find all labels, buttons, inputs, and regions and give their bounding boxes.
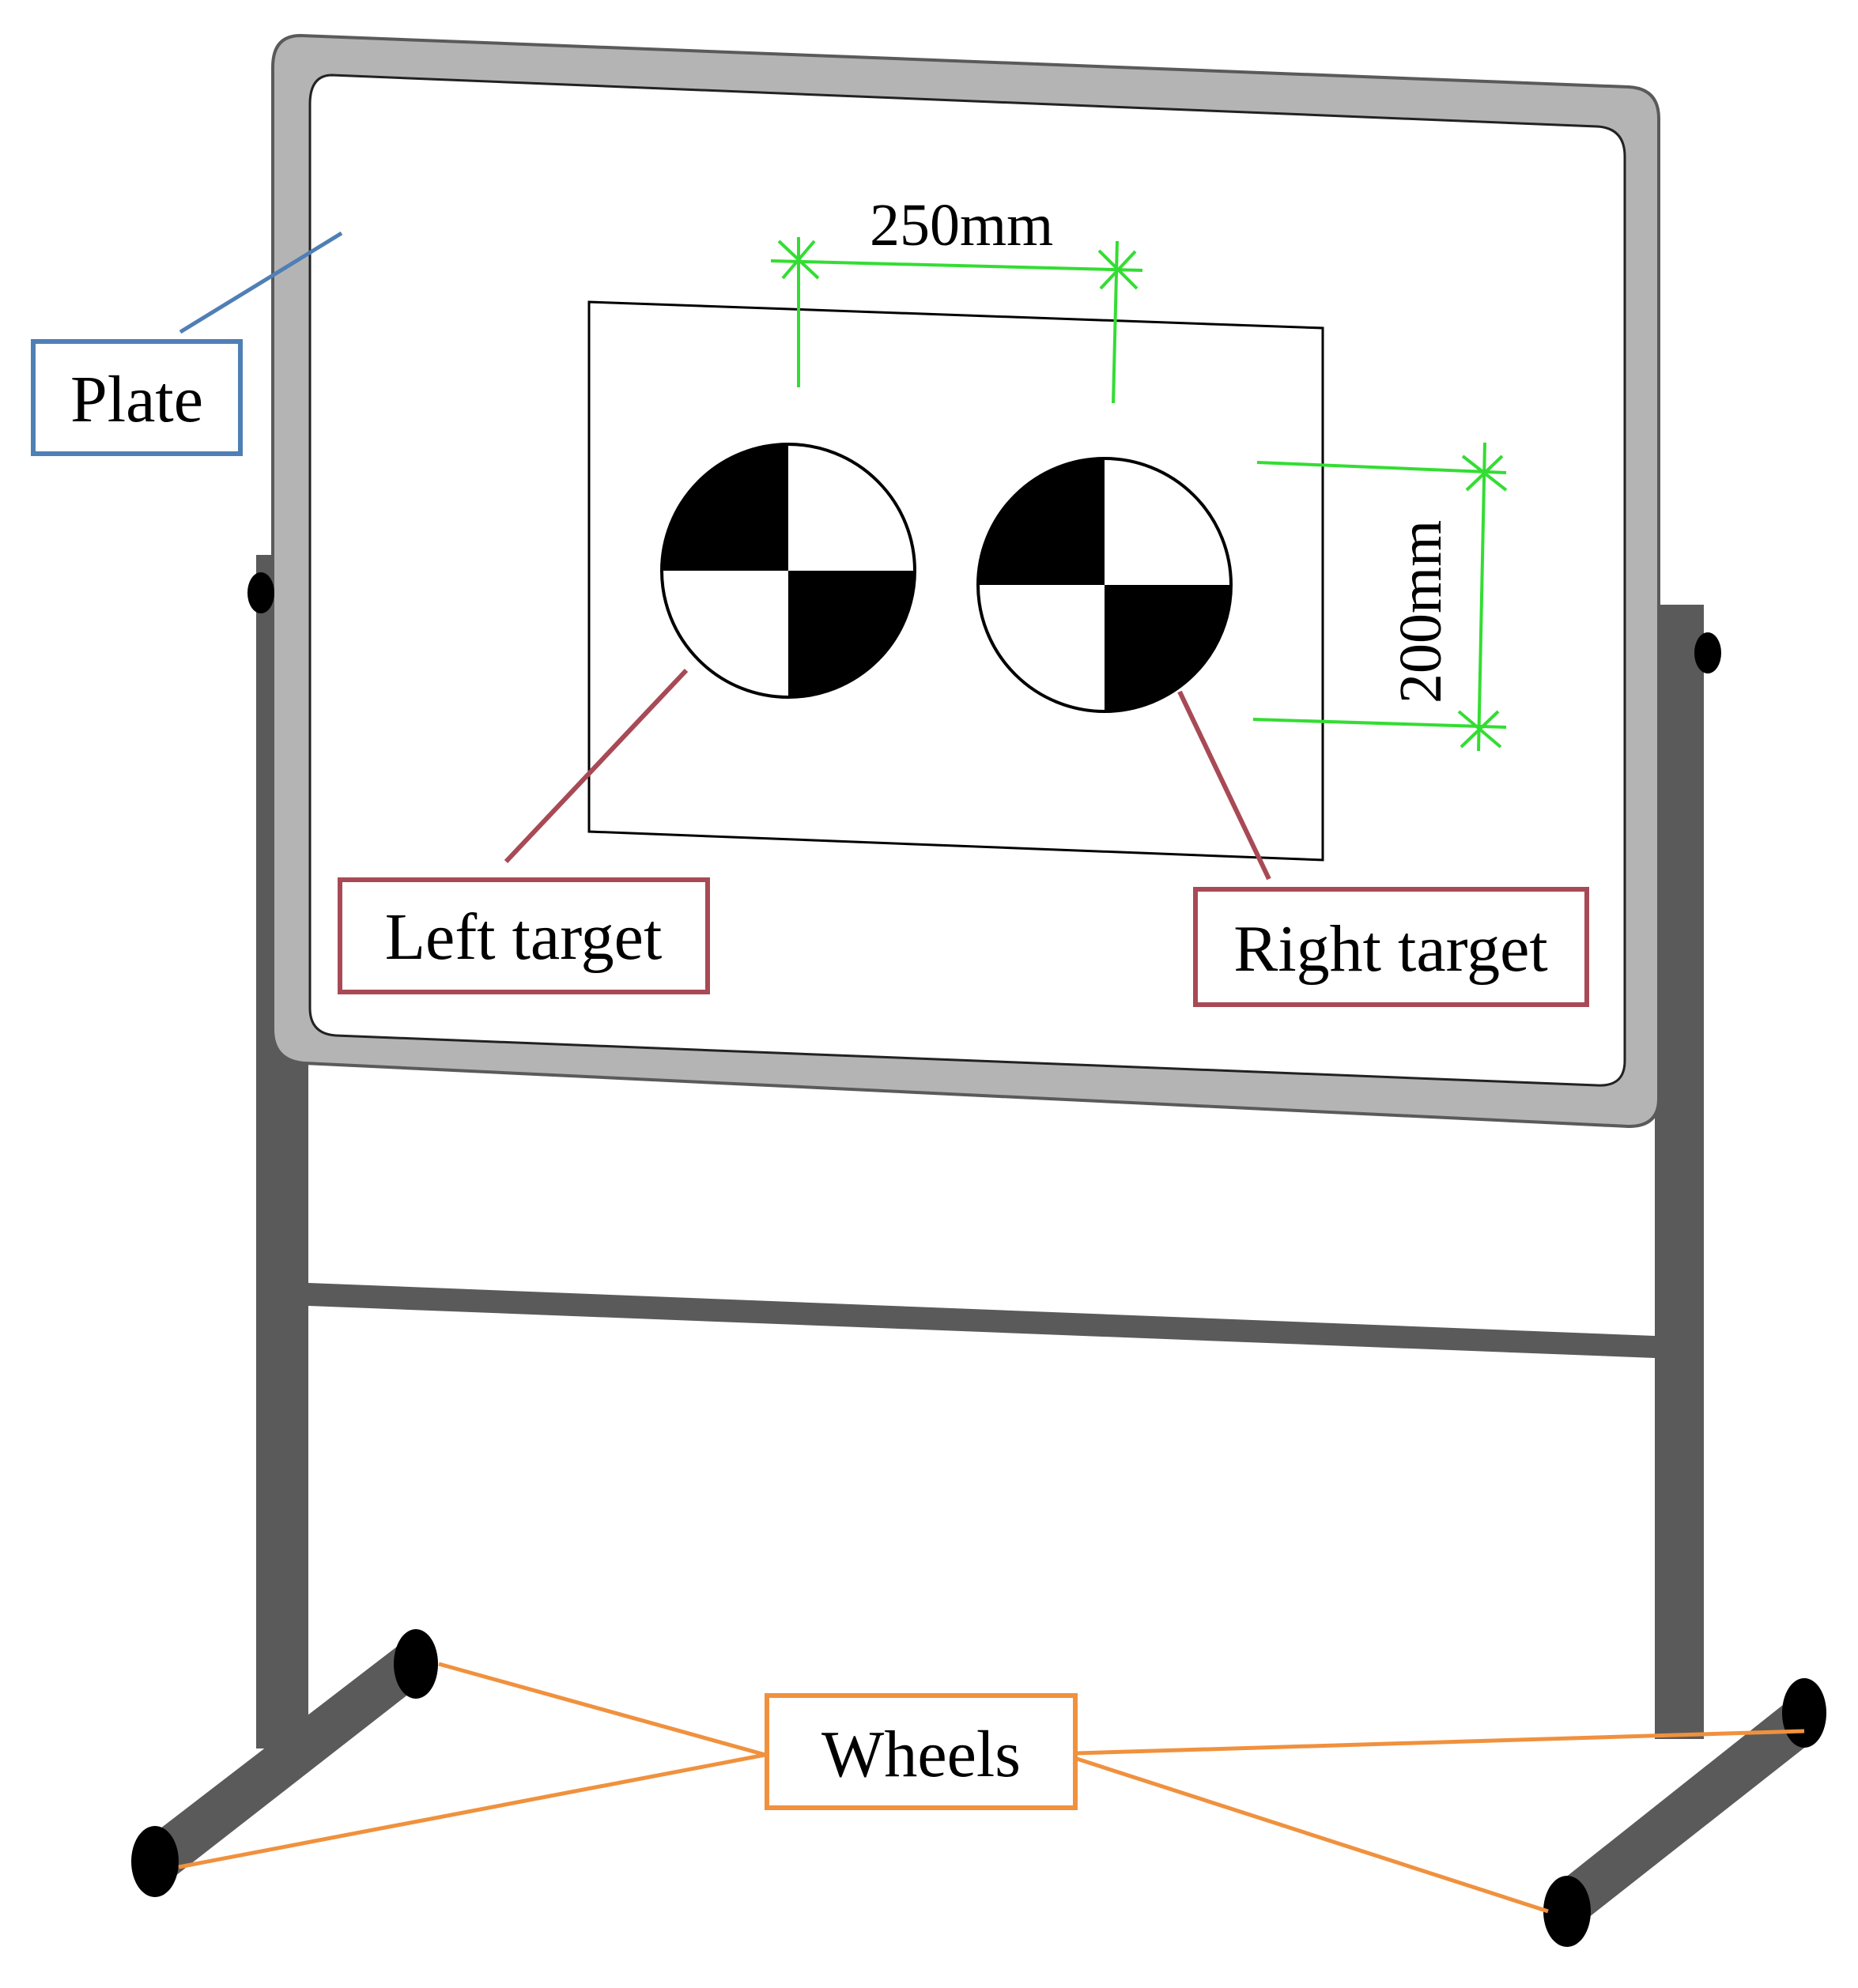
left-target-callout: Left target xyxy=(338,668,710,994)
left-target-leader-line xyxy=(504,668,689,864)
right-target-quadrant-top-left xyxy=(978,458,1105,585)
wheels-label-box xyxy=(765,1693,1078,1810)
cross-bar xyxy=(308,1283,1655,1358)
plate-label: Plate xyxy=(70,363,203,436)
right-upright xyxy=(1655,605,1704,1739)
height-extension-top xyxy=(1256,461,1507,474)
spacing-tick-left-2 xyxy=(781,240,816,280)
height-dimension-label: 200mm xyxy=(1388,520,1454,704)
wheels xyxy=(131,1629,1826,1947)
pivot-knobs xyxy=(247,572,1721,673)
right-target-label-box xyxy=(1193,887,1589,1007)
height-extension-bottom xyxy=(1252,718,1507,729)
wheels-leader-line xyxy=(178,1752,766,1869)
right-target-callout: Right target xyxy=(1177,690,1589,1007)
right-target xyxy=(976,457,1233,713)
plate-leader-line xyxy=(179,231,343,334)
wheels-callout xyxy=(178,1662,1805,1914)
right-foot-bar xyxy=(1554,1696,1818,1926)
height-dimension-line xyxy=(1477,442,1486,752)
plate-label-box xyxy=(31,339,243,456)
wheel-icon xyxy=(394,1629,438,1699)
right-target-leader-line xyxy=(1177,690,1271,881)
right-target-label: Right target xyxy=(1233,912,1547,986)
right-target-outline xyxy=(976,457,1233,713)
left-target-label-box xyxy=(338,877,710,994)
height-tick-top-2 xyxy=(1465,455,1504,492)
spacing-dimension-label: 250mm xyxy=(870,192,1053,258)
spacing-tick-right-2 xyxy=(1099,250,1137,290)
feet xyxy=(150,1642,1818,1926)
wheels-leader-line xyxy=(438,1662,766,1757)
wheel-icon xyxy=(1543,1876,1591,1947)
wheels-leader-line xyxy=(1076,1756,1549,1914)
height-tick-bottom-2 xyxy=(1460,710,1500,749)
left-foot-bar xyxy=(150,1642,427,1876)
right-pivot-knob xyxy=(1694,632,1721,673)
plate-callout: Plate xyxy=(31,231,343,456)
spacing-dimension-line xyxy=(770,259,1143,272)
left-pivot-knob xyxy=(247,572,274,613)
wheels-label: Wheels xyxy=(821,1718,1021,1791)
left-target-quadrant-top-left xyxy=(662,444,788,571)
height-dimension xyxy=(1252,442,1508,752)
wheel-icon xyxy=(131,1826,179,1897)
left-target xyxy=(660,443,916,699)
left-target-outline xyxy=(660,443,916,699)
left-target-label: Left target xyxy=(385,900,663,974)
wheel-icon xyxy=(1782,1678,1826,1748)
spacing-dimension xyxy=(770,237,1143,404)
left-target-quadrant-bottom-right xyxy=(788,571,915,697)
right-target-quadrant-bottom-right xyxy=(1105,585,1231,711)
target-sheet xyxy=(587,300,1324,862)
wheels-leader-line xyxy=(1076,1729,1805,1756)
